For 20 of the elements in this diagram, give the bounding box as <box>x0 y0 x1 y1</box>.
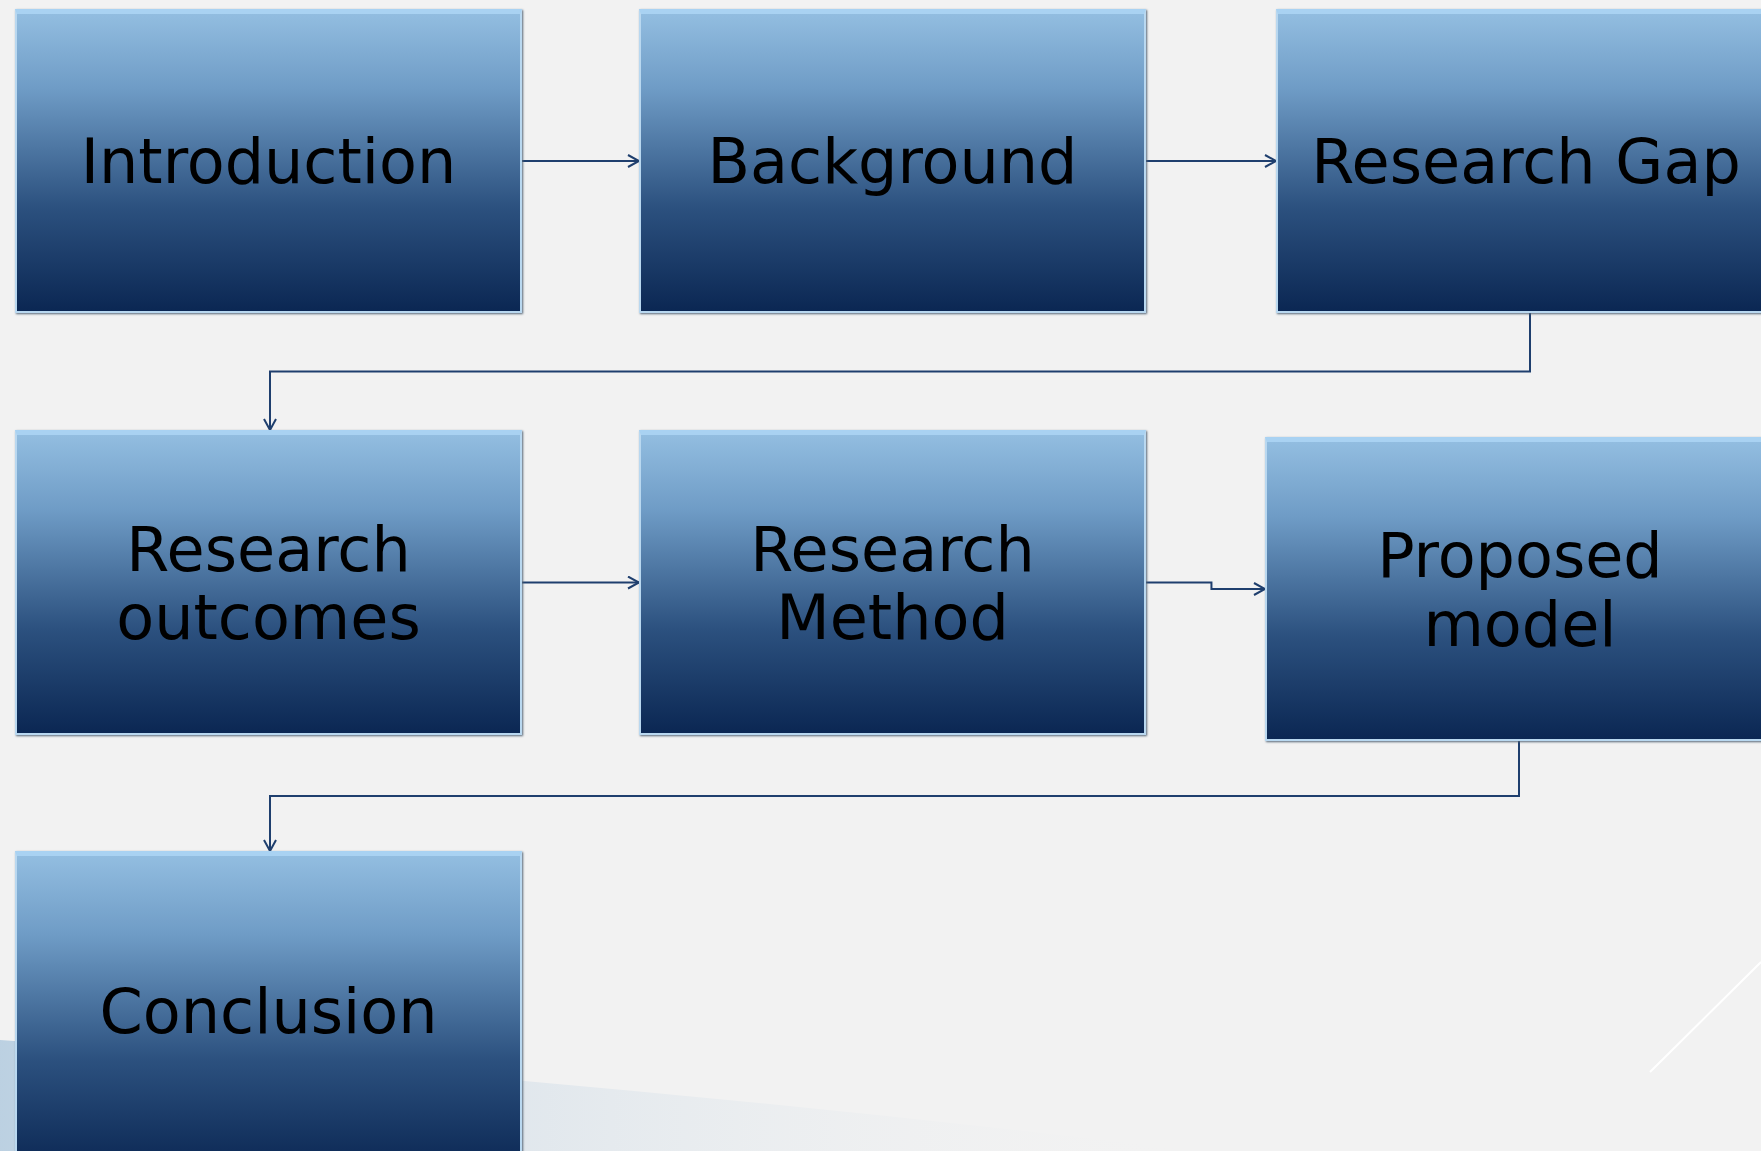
arrow <box>263 740 1520 852</box>
arrow <box>1145 154 1277 168</box>
box-label: Background <box>706 128 1079 197</box>
box-label: Research Method <box>749 515 1036 653</box>
box-label: Conclusion <box>98 978 439 1047</box>
arrow <box>521 154 640 168</box>
box-label: Research Gap <box>1310 128 1742 197</box>
process-box <box>639 9 1146 313</box>
arrow <box>1145 581 1266 596</box>
box-label: Proposed model <box>1376 522 1664 659</box>
process-box <box>639 430 1146 735</box>
process-box <box>1276 9 1761 313</box>
arrow <box>521 575 640 590</box>
process-box <box>1265 437 1761 741</box>
arrow <box>263 312 1531 431</box>
process-box <box>15 851 522 1151</box>
box-label: Introduction <box>79 128 458 197</box>
process-box <box>15 430 522 735</box>
process-box <box>15 9 522 313</box>
box-label: Research outcomes <box>115 515 422 653</box>
